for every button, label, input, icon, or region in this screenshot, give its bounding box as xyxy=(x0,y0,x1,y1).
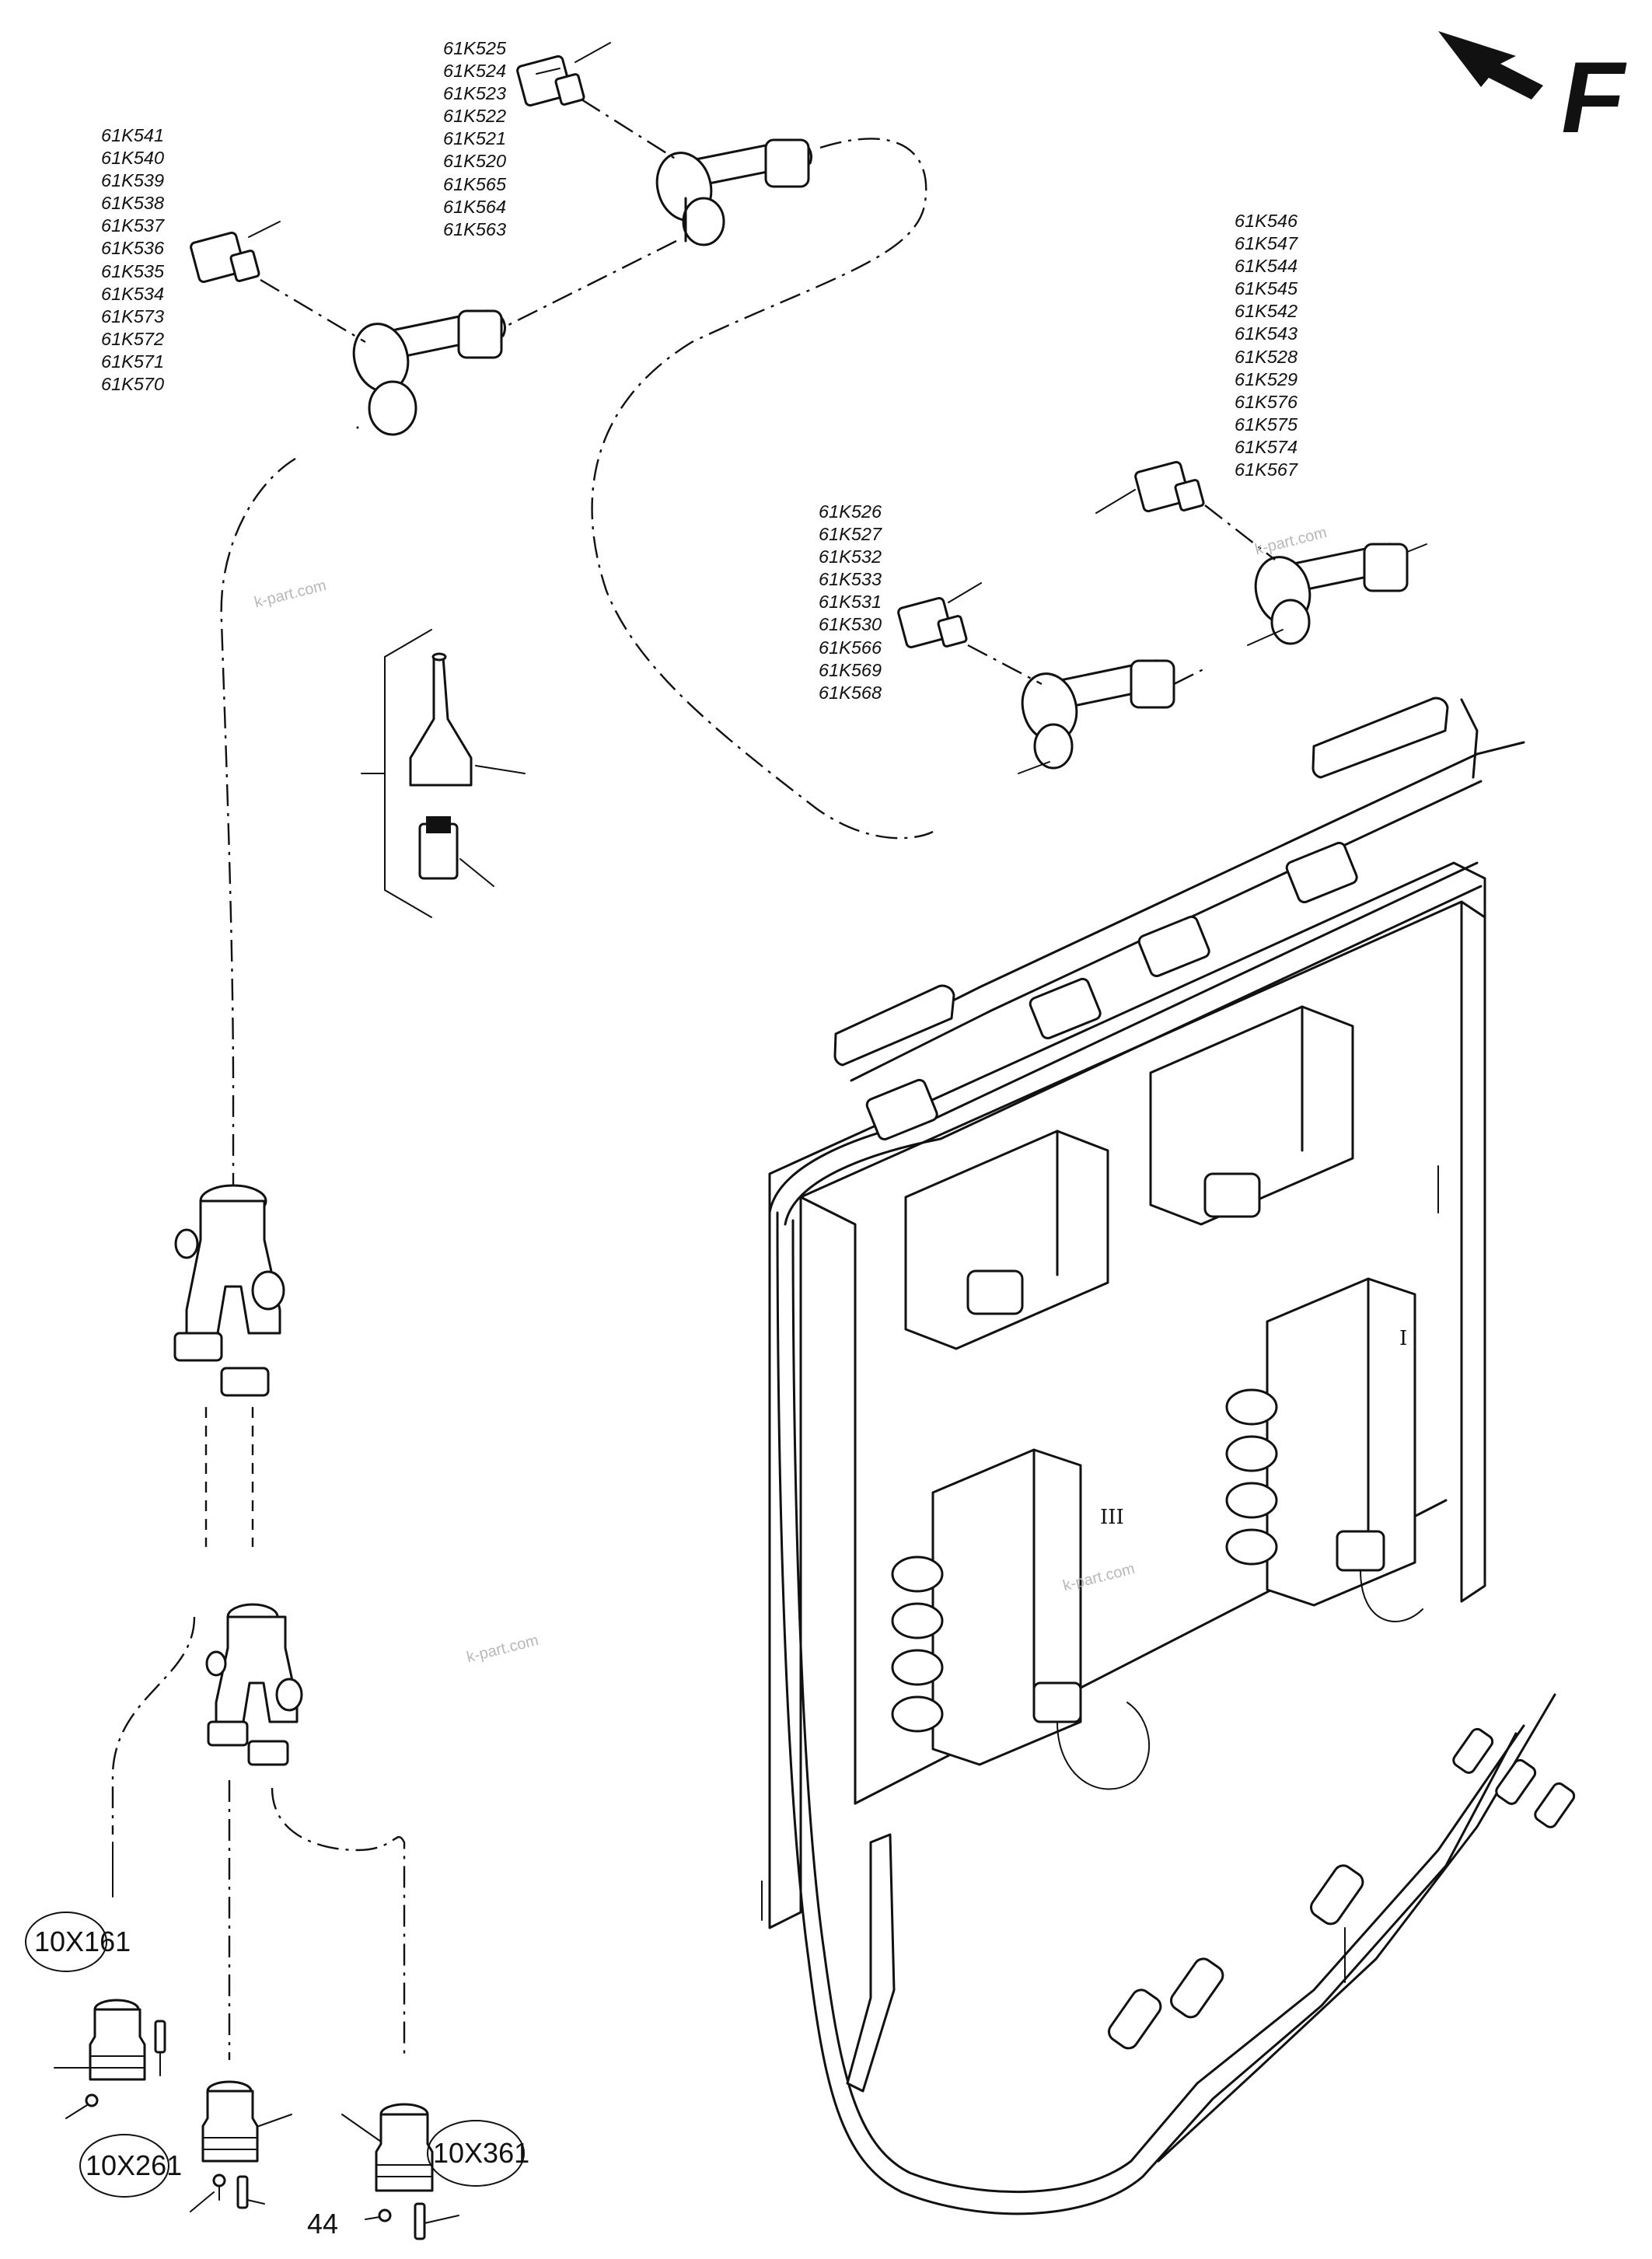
part-number: 61K542 xyxy=(1235,301,1298,322)
part-number: 61K541 xyxy=(101,125,165,145)
part-number: 61K565 xyxy=(443,173,507,194)
part-number: 61K535 xyxy=(101,260,165,281)
connector-label-10x261: 10X261 xyxy=(86,2149,183,2181)
part-number: 61K566 xyxy=(819,637,882,658)
part-number: 61K532 xyxy=(819,546,882,567)
connector-10x261-body xyxy=(190,2080,292,2212)
svg-text:III: III xyxy=(1100,1506,1124,1529)
part-number: 61K537 xyxy=(101,215,165,236)
part-number: 61K531 xyxy=(819,592,882,613)
connector-plug-left xyxy=(190,221,281,284)
valve-block-left-upper xyxy=(904,1130,1109,1350)
part-number: 61K571 xyxy=(101,351,165,372)
part-number: 61K536 xyxy=(101,238,165,259)
t-connector-top xyxy=(655,138,813,246)
part-number: 61K526 xyxy=(819,501,882,522)
part-number: 61K576 xyxy=(1235,391,1298,412)
t-connector-middle xyxy=(1021,659,1175,770)
part-number: 61K522 xyxy=(443,106,507,127)
part-number: 61K547 xyxy=(1235,233,1298,254)
connector-plug-right xyxy=(1095,460,1205,514)
part-number: 61K572 xyxy=(101,328,165,349)
part-number: 61K529 xyxy=(1235,368,1298,389)
valve-block-left-lower: III xyxy=(891,1448,1124,1766)
connector-10x361-body xyxy=(341,2103,459,2240)
part-number: 61K530 xyxy=(819,614,882,635)
part-number: 61K545 xyxy=(1235,278,1298,299)
part-number: 61K563 xyxy=(443,218,507,239)
svg-text:I: I xyxy=(1399,1327,1407,1350)
y-splitter-lower xyxy=(205,1603,303,1766)
sensor-clusters-top xyxy=(865,841,1358,1141)
oval-10x361 xyxy=(427,2120,525,2187)
item-number-label: 44 xyxy=(307,2208,339,2240)
connector-plug-top xyxy=(516,42,611,107)
part-number: 61K543 xyxy=(1235,323,1298,344)
part-number: 61K525 xyxy=(443,38,507,58)
seal-and-pin-detail xyxy=(361,629,526,918)
valve-frame-assembly xyxy=(761,697,1576,2215)
part-list-middle: 61K526 61K527 61K532 61K533 61K531 61K53… xyxy=(819,501,882,704)
t-connector-left xyxy=(352,309,506,436)
connector-plug-middle xyxy=(897,582,982,649)
y-splitter-upper xyxy=(173,1184,285,1397)
part-number: 61K546 xyxy=(1235,211,1298,231)
part-number: 61K570 xyxy=(101,374,165,395)
part-number: 61K538 xyxy=(101,193,165,214)
part-number: 61K574 xyxy=(1235,436,1298,457)
part-list-left: 61K541 61K540 61K539 61K538 61K537 61K53… xyxy=(101,124,164,396)
part-number: 61K544 xyxy=(1235,256,1298,277)
part-number: 61K527 xyxy=(819,524,882,545)
part-number: 61K573 xyxy=(101,306,165,326)
valve-block-right-lower: I xyxy=(1225,1277,1416,1607)
valve-block-right-upper xyxy=(1149,1005,1354,1226)
part-number: 61K567 xyxy=(1235,459,1298,480)
t-connector-right xyxy=(1254,543,1409,645)
part-number: 61K533 xyxy=(819,569,882,590)
part-number: 61K568 xyxy=(819,682,882,703)
solenoid-connectors xyxy=(1032,1530,1423,1790)
part-number: 61K534 xyxy=(101,283,165,304)
part-number: 61K569 xyxy=(819,659,882,680)
connector-label-10x161: 10X161 xyxy=(34,1926,131,1957)
oval-10x261 xyxy=(79,2134,169,2198)
part-number: 61K540 xyxy=(101,148,165,169)
connector-10x161-body xyxy=(54,1999,166,2119)
part-list-right: 61K546 61K547 61K544 61K545 61K542 61K54… xyxy=(1235,210,1298,481)
part-number: 61K521 xyxy=(443,128,507,149)
connector-label-10x361: 10X361 xyxy=(433,2137,530,2169)
cable-end-plugs xyxy=(1108,1727,1576,2050)
part-number: 61K524 xyxy=(443,61,507,82)
part-list-top: 61K525 61K524 61K523 61K522 61K521 61K52… xyxy=(443,37,506,241)
oval-10x161 xyxy=(25,1912,107,1972)
part-number: 61K539 xyxy=(101,170,165,191)
part-number: 61K528 xyxy=(1235,346,1298,367)
front-direction-arrow-icon xyxy=(1438,31,1543,100)
part-number: 61K564 xyxy=(443,196,507,217)
part-number: 61K520 xyxy=(443,151,507,172)
part-number: 61K523 xyxy=(443,83,507,104)
part-number: 61K575 xyxy=(1235,414,1298,435)
